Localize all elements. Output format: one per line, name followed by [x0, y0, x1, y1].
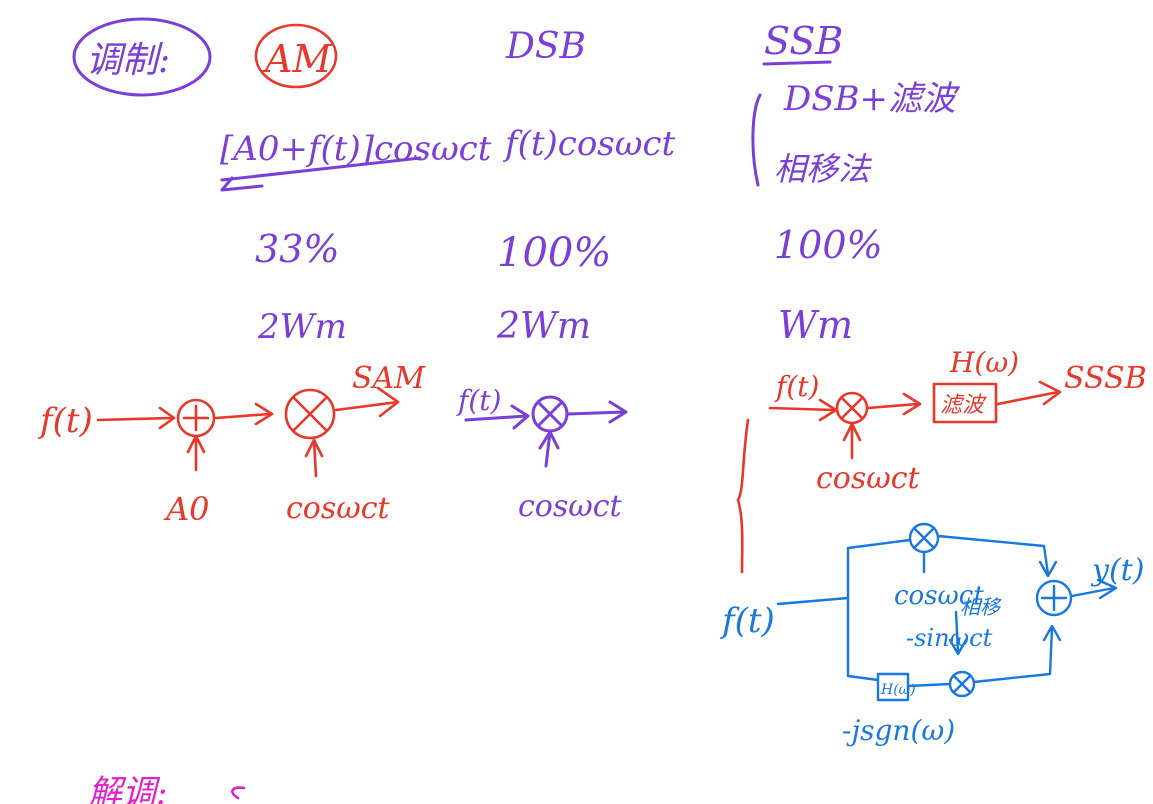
ssb-filter-mid-arrow	[866, 392, 922, 416]
ssb-filter-label: H(ω)	[949, 346, 1019, 379]
demodulation-stroke	[231, 786, 246, 800]
ssb-filter-box-text: 滤波	[940, 393, 987, 418]
ssb-filter-input-arrow	[768, 398, 838, 422]
am-adder-input-label: A0	[163, 490, 209, 528]
dsb-multiplier-cross	[537, 401, 563, 427]
dsb-bandwidth: 2Wm	[496, 306, 591, 347]
ssb-phase-adder	[1035, 579, 1073, 617]
ssb-filter-output-label: SSSB	[1064, 361, 1147, 396]
am-carrier-label: cosωct	[286, 491, 391, 526]
ssb-filter-box	[932, 382, 998, 424]
ssb-phase-hilbert-tf: -jsgn(ω)	[842, 714, 955, 747]
ssb-phase-input-label: f(t)	[719, 601, 775, 641]
am-carrier-arrow	[304, 438, 324, 478]
am-multiplier	[284, 388, 336, 440]
title-circle	[72, 17, 212, 97]
am-adder-plus	[182, 404, 210, 432]
ssb-phase-lower-to-adder	[972, 624, 1062, 684]
dsb-output-arrow	[566, 400, 628, 424]
ssb-phase-lower-cross	[952, 674, 972, 694]
ssb-method-1: DSB+滤波	[783, 79, 961, 119]
title-label: 调制:	[86, 40, 170, 81]
ssb-filter-carrier-label: cosωct	[816, 461, 921, 496]
dsb-carrier-label: cosωct	[518, 489, 623, 524]
am-bandwidth: 2Wm	[257, 307, 347, 347]
am-adder-input-arrow	[186, 434, 206, 472]
ssb-phase-hilbert-label: H(ω)	[880, 682, 916, 698]
dsb-formula: f(t)cosωct	[502, 124, 676, 164]
dsb-block-diagram: f(t) cosωct	[456, 384, 628, 524]
ssb-phase-lower-multiplier	[948, 670, 976, 698]
dsb-input-arrow	[464, 404, 530, 430]
ssb-phase-lower-line-2	[906, 682, 952, 688]
ssb-filter-carrier-arrow	[842, 422, 862, 460]
ssb-phase-upper-line	[846, 538, 912, 550]
ssb-filter-input-label: f(t)	[774, 370, 819, 403]
am-block-diagram: f(t) A0 cosωct SAM	[37, 361, 426, 528]
ssb-phase-input-line	[776, 596, 850, 606]
dsb-column: DSB f(t)cosωct 100% 2Wm	[496, 26, 676, 347]
am-heading: AM	[262, 37, 332, 81]
ssb-column: SSB DSB+滤波 相移法 100% Wm	[751, 19, 961, 347]
ssb-bandwidth: Wm	[778, 303, 853, 347]
am-formula-hook	[220, 176, 264, 192]
ssb-efficiency: 100%	[774, 223, 883, 267]
ssb-filter-multiplier-cross	[840, 396, 864, 420]
am-formula-underline	[220, 156, 422, 182]
am-formula: [A0+f(t)]cosωct	[220, 129, 492, 169]
title-modulation: 调制:	[72, 17, 212, 97]
am-input-arrow	[96, 416, 174, 422]
ssb-phase-carrier-bottom: -sinωct	[906, 624, 993, 652]
am-input-label: f(t)	[37, 401, 93, 441]
ssb-heading: SSB	[764, 19, 843, 63]
am-efficiency: 33%	[255, 227, 339, 271]
ssb-phase-output-arrow	[1070, 578, 1118, 600]
ssb-phase-diagram: f(t) cosωct 相移 -sinωct H(ω) -jsgn(ω) y(t…	[719, 522, 1144, 747]
ssb-phase-adder-plus	[1040, 584, 1068, 612]
ssb-heading-underline	[762, 60, 832, 66]
dsb-heading: DSB	[505, 26, 586, 67]
ssb-phase-output-label: y(t)	[1090, 553, 1144, 588]
am-output-arrow	[334, 386, 400, 418]
ssb-phase-upper-cross	[912, 526, 936, 550]
am-input-arrowhead	[158, 406, 176, 430]
ssb-filter-output-arrow	[996, 380, 1062, 406]
ssb-phase-carrier-top: cosωct	[894, 581, 984, 611]
ssb-method-brace	[736, 418, 750, 574]
ssb-phase-shift-note: 相移	[960, 595, 1002, 619]
ssb-phase-shift-arrow	[948, 610, 968, 656]
dsb-carrier-arrow	[538, 430, 560, 468]
am-column: AM [A0+f(t)]cosωct 33% 2Wm	[220, 23, 492, 347]
dsb-efficiency: 100%	[497, 230, 611, 276]
ssb-filter-diagram: f(t) cosωct 滤波 H(ω) SSSB	[736, 346, 1147, 574]
am-multiplier-cross	[292, 396, 328, 432]
demodulation-label: 解调:	[88, 773, 167, 804]
demodulation-note: 解调:	[88, 773, 246, 804]
dsb-input-label: f(t)	[456, 384, 501, 417]
ssb-brace	[751, 93, 762, 187]
ssb-phase-upper-to-adder	[936, 534, 1058, 578]
ssb-phase-lower-line-1	[846, 674, 880, 682]
am-mid-arrow	[214, 402, 274, 426]
ssb-method-2: 相移法	[774, 150, 873, 188]
am-heading-circle	[254, 23, 338, 89]
am-output-label: SAM	[352, 361, 426, 396]
